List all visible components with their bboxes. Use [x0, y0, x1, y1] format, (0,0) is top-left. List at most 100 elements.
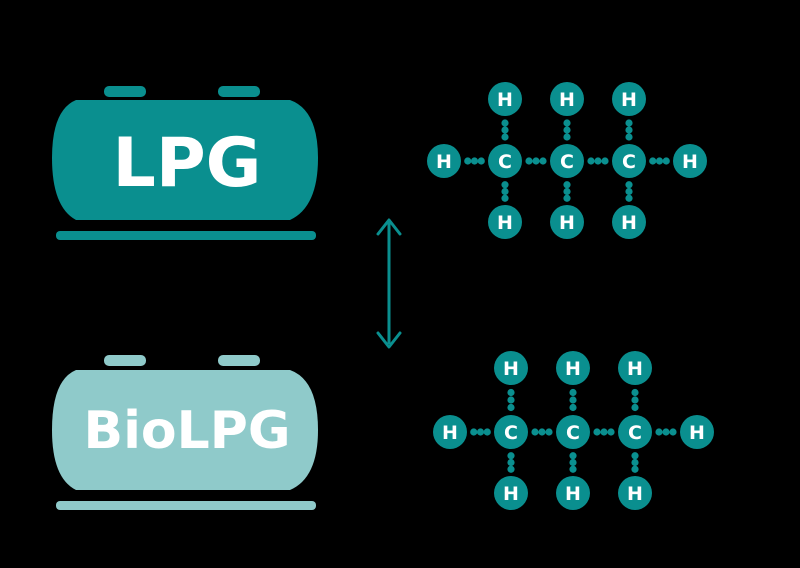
carbon-atom: [488, 144, 522, 178]
hydrogen-atom-bottom-label: H: [627, 483, 643, 505]
bond-top-dot: [507, 396, 515, 404]
hydrogen-atom-bottom-label: H: [503, 483, 519, 505]
biolpg-tank-cap-left: [104, 355, 146, 366]
bond-top-dot: [569, 403, 577, 412]
hydrogen-atom-bottom-label: H: [497, 212, 513, 234]
bond-bottom-dot: [631, 452, 639, 460]
bond-top-dot: [563, 126, 571, 134]
bond-carbon-dot: [545, 428, 553, 436]
bond-carbon-dot: [525, 157, 533, 165]
lpg-label: LPG: [113, 124, 262, 203]
bond-carbon-dot: [538, 428, 546, 436]
lpg-tank-cap-right: [218, 86, 260, 97]
bond-bottom-dot: [625, 181, 633, 189]
bond-left-dot: [476, 428, 485, 436]
hydrogen-atom-left: [433, 415, 467, 449]
bond-top-dot: [625, 133, 633, 141]
bond-top-dot: [569, 388, 577, 397]
biolpg-label: BioLPG: [83, 401, 290, 461]
bond-bottom-dot: [507, 452, 515, 460]
biolpg-tank: BioLPG: [52, 355, 318, 510]
bond-carbon-dot: [600, 428, 608, 436]
hydrogen-atom-top: [488, 82, 522, 116]
hydrogen-atom-top: [556, 351, 590, 385]
hydrogen-atom-left-label: H: [436, 151, 452, 173]
carbon-atom-label: C: [628, 422, 642, 444]
carbon-atom-label: C: [560, 151, 574, 173]
hydrogen-atom-bottom: [612, 205, 646, 239]
bond-bottom-dot: [625, 194, 633, 202]
bond-carbon-dot: [601, 157, 609, 165]
bond-left-dot: [483, 428, 491, 436]
carbon-atom-label: C: [566, 422, 580, 444]
bond-left-dot: [470, 428, 478, 436]
hydrogen-atom-top-label: H: [565, 358, 581, 380]
hydrogen-atom-bottom-label: H: [565, 483, 581, 505]
bond-bottom-dot: [563, 181, 571, 189]
hydrogen-atom-right: [673, 144, 707, 178]
bond-carbon-dot: [593, 428, 601, 436]
bond-top-dot: [631, 403, 639, 412]
bond-top-dot: [501, 126, 509, 134]
bond-bottom-dot: [631, 458, 639, 467]
bond-right-dot: [662, 428, 670, 436]
bond-left-dot: [470, 157, 479, 165]
hydrogen-atom-bottom: [494, 476, 528, 510]
bond-right-dot: [669, 428, 677, 436]
bond-top-dot: [501, 133, 509, 141]
biolpg-tank-cap-right: [218, 355, 260, 366]
carbon-atom: [550, 144, 584, 178]
hydrogen-atom-right-label: H: [689, 422, 705, 444]
hydrogen-atom-top: [550, 82, 584, 116]
carbon-atom-label: C: [498, 151, 512, 173]
bond-top-dot: [625, 126, 633, 134]
hydrogen-atom-top-label: H: [559, 89, 575, 111]
bond-top-dot: [625, 119, 633, 127]
lpg-tank-body: [52, 100, 318, 220]
bond-top-dot: [507, 388, 515, 397]
hydrogen-atom-top: [612, 82, 646, 116]
bond-left-dot: [477, 157, 485, 165]
bond-bottom-dot: [507, 465, 515, 473]
bond-top-dot: [507, 403, 515, 412]
carbon-atom: [494, 415, 528, 449]
hydrogen-atom-top-label: H: [621, 89, 637, 111]
bond-bottom-dot: [563, 194, 571, 202]
bond-bottom-dot: [563, 187, 571, 196]
hydrogen-atom-bottom: [618, 476, 652, 510]
hydrogen-atom-top-label: H: [503, 358, 519, 380]
bond-carbon-dot: [587, 157, 595, 165]
lpg-tank: LPG: [52, 86, 318, 240]
lpg-tank-cap-left: [104, 86, 146, 97]
bond-right-dot: [655, 428, 663, 436]
bond-bottom-dot: [569, 465, 577, 473]
double-arrow-icon: [376, 218, 402, 349]
carbon-atom-label: C: [622, 151, 636, 173]
carbon-atom-label: C: [504, 422, 518, 444]
bond-bottom-dot: [569, 452, 577, 460]
bond-right-dot: [649, 157, 657, 165]
bond-carbon-dot: [539, 157, 547, 165]
carbon-atom: [556, 415, 590, 449]
bond-top-dot: [631, 396, 639, 404]
hydrogen-atom-left-label: H: [442, 422, 458, 444]
arrow-head-down: [376, 331, 402, 349]
hydrogen-atom-bottom: [550, 205, 584, 239]
carbon-atom: [618, 415, 652, 449]
bond-top-dot: [631, 388, 639, 397]
bond-left-dot: [464, 157, 472, 165]
bond-bottom-dot: [625, 187, 633, 196]
hydrogen-atom-bottom: [556, 476, 590, 510]
bond-carbon-dot: [607, 428, 615, 436]
hydrogen-atom-top-label: H: [497, 89, 513, 111]
bond-bottom-dot: [501, 194, 509, 202]
hydrogen-atom-bottom: [488, 205, 522, 239]
bond-top-dot: [563, 119, 571, 127]
arrow-head-up: [376, 218, 402, 236]
bond-bottom-dot: [501, 187, 509, 196]
bond-bottom-dot: [501, 181, 509, 189]
bond-bottom-dot: [507, 458, 515, 467]
